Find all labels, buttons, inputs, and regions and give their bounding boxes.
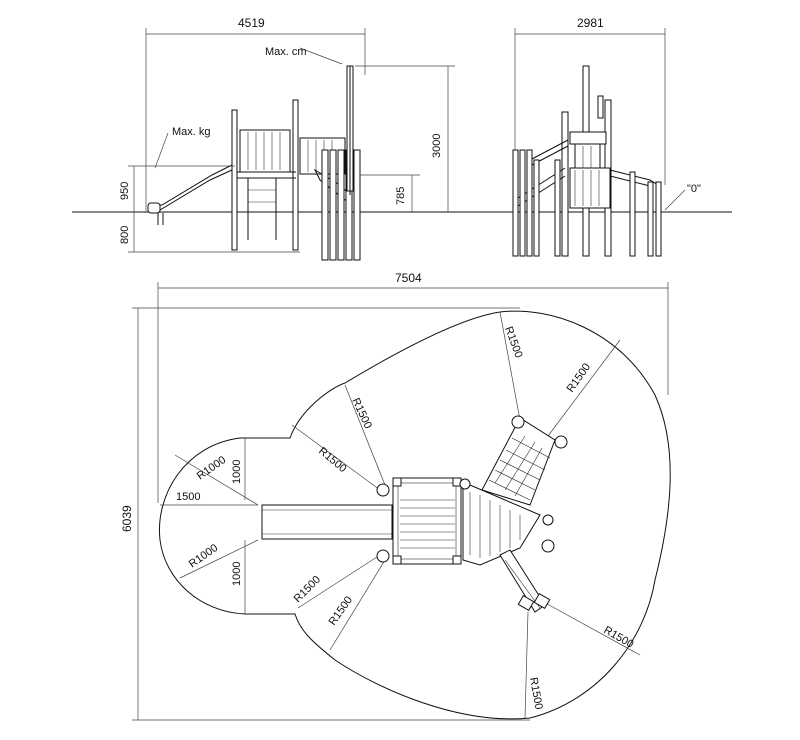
height-3000-label: 3000 (431, 134, 443, 158)
plan-tower-main (392, 477, 462, 565)
ground-zero-label: "0" (687, 183, 701, 195)
r1500-g: R1500 (602, 624, 636, 651)
plan-width-label: 7504 (395, 271, 422, 285)
r1500-c: R1500 (349, 396, 374, 430)
side-post-left (231, 109, 238, 251)
height-785-label: 785 (395, 187, 407, 205)
dim-1500-left: 1500 (176, 491, 200, 503)
r1000-top: R1000 (195, 454, 228, 482)
dim-1000-top: 1000 (231, 460, 243, 484)
plan-ladder (481, 417, 556, 506)
depth-800-label: 800 (119, 226, 131, 244)
side-width-label: 4519 (238, 16, 265, 30)
side-post-mid (292, 99, 299, 251)
max-cm-label: Max. cm (265, 46, 307, 58)
max-kg-label: Max. kg (172, 126, 211, 138)
r1500-d: R1500 (316, 445, 349, 475)
slide (150, 169, 233, 211)
r1500-f: R1500 (327, 594, 355, 627)
r1500-h: R1500 (527, 676, 544, 710)
plan-slide (261, 504, 393, 540)
r1500-b: R1500 (565, 361, 593, 394)
plan-view: 7504 6039 1000 1000 1500 R1000 R1000 R15… (120, 271, 671, 721)
plan-height-label: 6039 (120, 505, 134, 532)
r1500-e: R1500 (292, 574, 323, 605)
side-elevation: 4519 (72, 16, 732, 261)
height-950-label: 950 (119, 182, 131, 200)
front-width-label: 2981 (577, 16, 604, 30)
front-elevation: 2981 "0" (512, 16, 701, 257)
dim-1000-bottom: 1000 (231, 562, 243, 586)
safety-zone-outline (158, 310, 671, 720)
